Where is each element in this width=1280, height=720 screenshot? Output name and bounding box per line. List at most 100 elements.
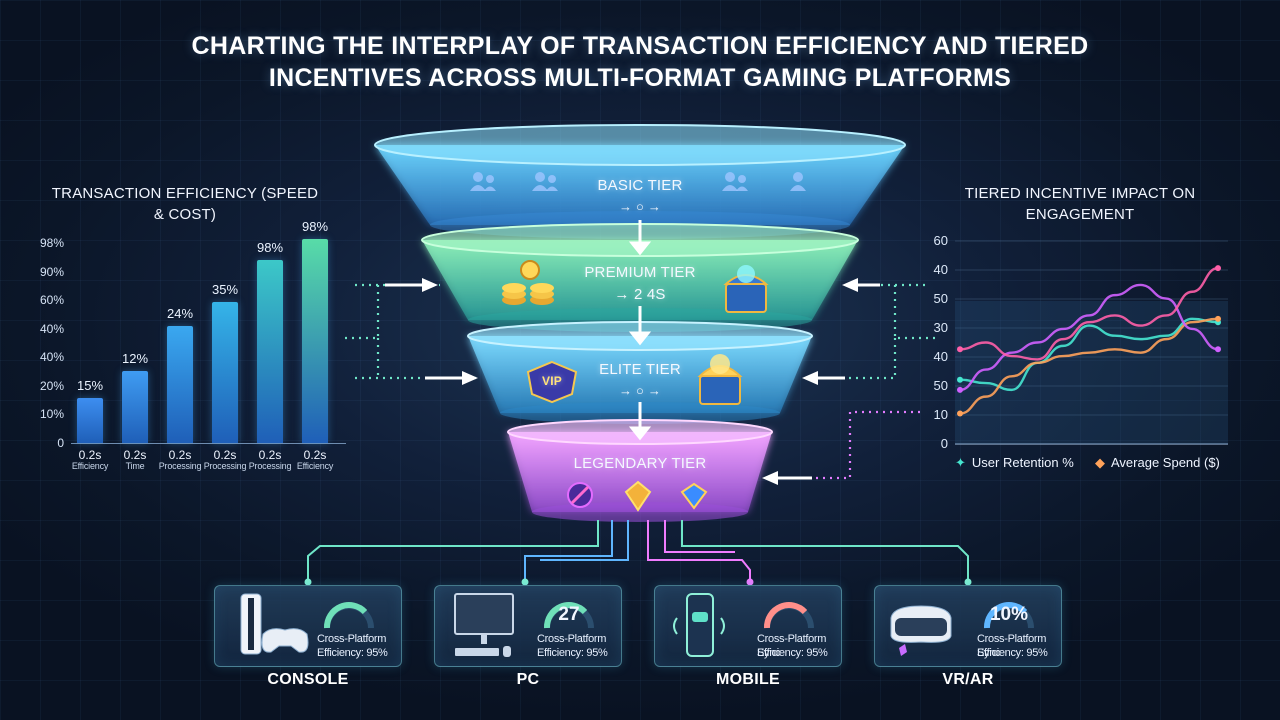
smartphone-icon xyxy=(673,593,725,657)
bar-category-label: Processing xyxy=(158,461,202,471)
bar-value-label: 35% xyxy=(211,282,239,297)
page-title: CHARTING THE INTERPLAY OF TRANSACTION EF… xyxy=(191,32,1089,92)
bar xyxy=(212,302,238,443)
bar-time-label: 0.2s xyxy=(213,448,237,462)
series-point xyxy=(957,386,963,393)
y-tick-label: 60% xyxy=(39,293,64,308)
premium-tier-label: PREMIUM TIER xyxy=(584,264,696,281)
left-chart-title: TRANSACTION EFFICIENCY (SPEED & COST) xyxy=(51,185,319,223)
treasure-chest-icon xyxy=(723,265,769,313)
series-line xyxy=(959,266,1219,361)
legend-marker-icon: ✦ xyxy=(955,455,966,470)
elite-tier-label: ELITE TIER xyxy=(599,361,681,378)
premium-tier-flow: → 2 4s xyxy=(614,286,666,303)
side-arrowheads xyxy=(385,278,880,485)
bar-category-label: Processing xyxy=(203,461,247,471)
y-tick-label: 40% xyxy=(39,350,64,365)
bar-time-label: 0.2s xyxy=(123,448,147,462)
bar-time-label: 0.2s xyxy=(78,448,102,462)
series-line xyxy=(959,317,1219,415)
y-tick-label: 98% xyxy=(39,236,64,250)
legend-item: ✦ User Retention % xyxy=(955,455,1074,471)
platform-name: CONSOLE xyxy=(267,671,349,688)
bar-category-label: Processing xyxy=(248,461,292,471)
series-point xyxy=(1215,315,1221,322)
platform-caption-line1: Cross-Platform Sync xyxy=(757,633,827,659)
platform-caption-line2: Efficiency: 95% xyxy=(537,647,608,659)
basic-tier-label: BASIC TIER xyxy=(597,177,683,194)
bar-category-label: Efficiency xyxy=(296,461,334,471)
right-chart-title: TIERED INCENTIVE IMPACT ON ENGAGEMENT xyxy=(964,185,1196,223)
efficiency-gauge-icon xyxy=(324,602,374,629)
series-point xyxy=(1215,265,1221,272)
series-point xyxy=(1215,346,1221,353)
platform-name: PC xyxy=(516,671,540,688)
coin-stack-icon xyxy=(502,260,554,305)
y-tick-label: 30 xyxy=(933,320,948,335)
bar-value-label: 98% xyxy=(301,219,329,234)
bar-time-label: 0.2s xyxy=(303,448,327,462)
vr-headset-icon xyxy=(890,605,952,656)
vip-badge-icon xyxy=(526,360,578,404)
bar-time-label: 0.2s xyxy=(258,448,282,462)
efficiency-gauge-icon xyxy=(764,602,814,629)
platform-caption-line2: Efficiency: 95% xyxy=(317,647,388,659)
series-line xyxy=(959,317,1219,392)
platform-caption-line1: Cross-Platform xyxy=(537,633,607,645)
legendary-gem-icons xyxy=(567,480,708,512)
series-point xyxy=(957,410,963,417)
y-tick-label: 50 xyxy=(933,291,948,306)
golden-chest-icon xyxy=(697,354,743,405)
gamepad-icon xyxy=(240,593,309,655)
y-tick-label: 40% xyxy=(39,321,64,336)
x-axis-line xyxy=(71,443,346,444)
bar xyxy=(77,398,103,443)
legend-item: ◆Average Spend ($) xyxy=(1095,455,1220,471)
elite-tier-flow: → ○ → xyxy=(618,383,662,398)
platform-caption-line2: Efficiency: 95% xyxy=(757,647,828,659)
y-tick-label: 60 xyxy=(933,233,948,248)
gauge-value: 27 xyxy=(558,604,580,625)
platform-caption-line2: Efficiency: 95% xyxy=(977,647,1048,659)
bar-category-label: Efficiency xyxy=(71,461,109,471)
platform-connectors xyxy=(307,520,969,582)
platform-caption-line1: Cross-Platform Sync xyxy=(977,633,1047,659)
platform-name: VR/AR xyxy=(942,671,994,688)
bar-value-label: 98% xyxy=(256,240,284,255)
gauge-value: 10% xyxy=(989,604,1029,625)
bar-value-label: 12% xyxy=(121,351,149,366)
y-tick-label: 10 xyxy=(933,407,948,422)
basic-tier-flow: → ○ → xyxy=(618,199,662,214)
series-point xyxy=(957,346,963,353)
efficiency-gauge-icon xyxy=(544,602,594,629)
y-tick-label: 90% xyxy=(39,264,64,279)
monitor-icon xyxy=(454,593,514,657)
legend-marker-icon: ◆ xyxy=(1095,455,1105,470)
platform-name: MOBILE xyxy=(715,671,781,688)
bar xyxy=(122,371,148,443)
bar-time-label: 0.2s xyxy=(168,448,192,462)
bar-value-label: 15% xyxy=(76,378,104,393)
bar xyxy=(167,326,193,443)
series-point xyxy=(957,376,963,383)
y-tick-label: 0 xyxy=(940,436,948,451)
y-tick-label: 40 xyxy=(933,262,948,277)
series-line xyxy=(959,283,1219,392)
y-tick-label: 40 xyxy=(933,349,948,364)
bar-category-label: Time xyxy=(125,461,145,471)
connector-nodes xyxy=(304,578,972,586)
legend-label: User Retention % xyxy=(971,455,1074,470)
y-tick-label: 10% xyxy=(39,407,64,422)
tier-flow-arrows xyxy=(628,220,652,441)
y-tick-label: 20% xyxy=(39,378,64,393)
bar xyxy=(257,260,283,443)
bar xyxy=(302,239,328,443)
legendary-tier-label: LEGENDARY TIER xyxy=(573,455,707,472)
y-tick-label: 50 xyxy=(933,378,948,393)
